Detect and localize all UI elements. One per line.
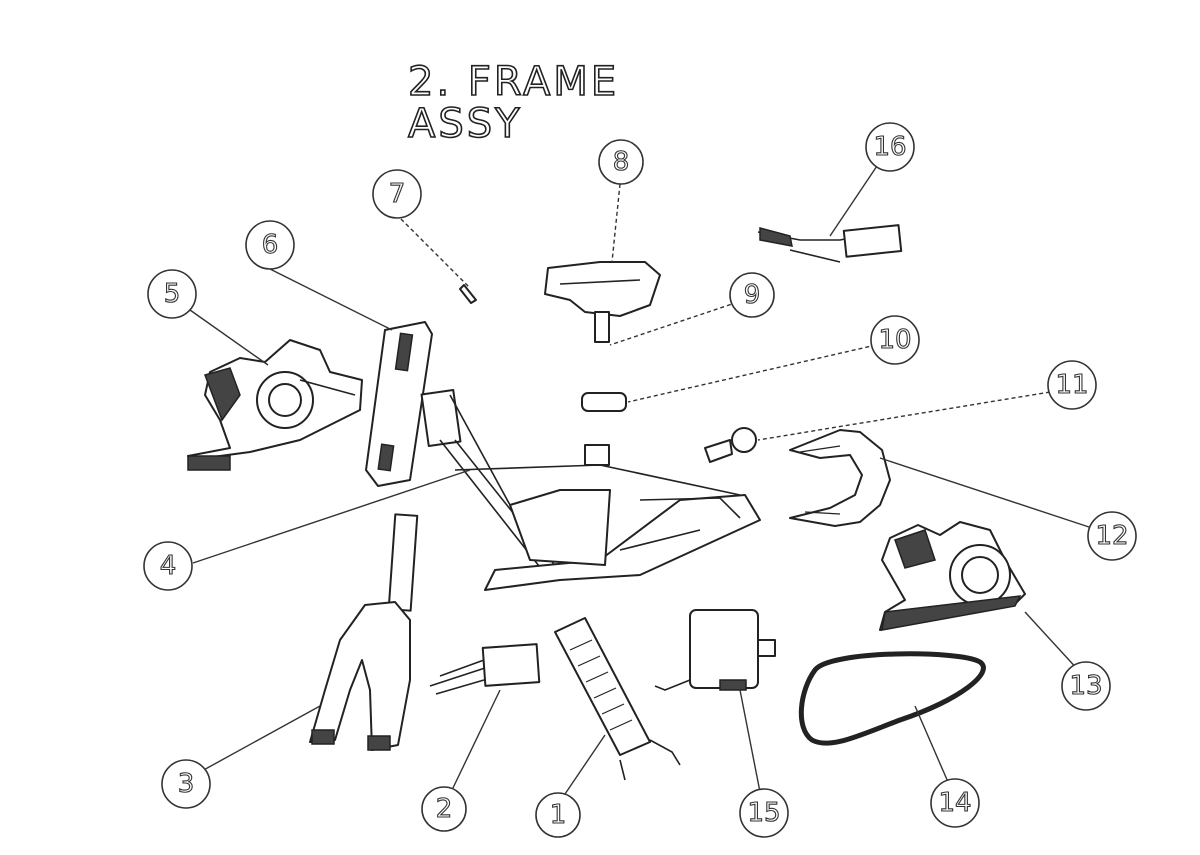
callout-12-label: 12 (1095, 521, 1128, 551)
callout-6: 6 (245, 220, 295, 270)
callout-2-label: 2 (436, 794, 453, 824)
callout-2: 2 (421, 786, 467, 832)
part-3-front-fork (309, 513, 419, 751)
callout-3-label: 3 (178, 769, 195, 799)
callout-1-label: 1 (550, 800, 567, 830)
part-14-belt (798, 651, 986, 746)
callout-16: 16 (865, 122, 915, 172)
callout-7-label: 7 (389, 179, 406, 209)
part-1-battery (554, 617, 681, 781)
callout-10: 10 (870, 315, 920, 365)
callout-15: 15 (739, 788, 789, 838)
callout-9: 9 (729, 272, 775, 318)
part-12-chain-guard (789, 429, 891, 527)
part-16-harness (757, 224, 903, 263)
part-15-motor (654, 609, 776, 691)
callout-14: 14 (930, 778, 980, 828)
callout-10-label: 10 (878, 325, 911, 355)
diagram-title-line-2: ASSY (407, 101, 523, 147)
callout-4: 4 (143, 541, 193, 591)
callout-1: 1 (535, 792, 581, 838)
part-8-seat (544, 261, 661, 343)
callout-5-label: 5 (164, 279, 181, 309)
callout-5: 5 (147, 269, 197, 319)
part-13-engine (879, 521, 1026, 631)
callout-3: 3 (161, 759, 211, 809)
callout-13: 13 (1061, 661, 1111, 711)
part-10-clamp (581, 392, 627, 412)
callout-8-label: 8 (613, 147, 630, 177)
callout-8: 8 (598, 139, 644, 185)
callout-9-label: 9 (744, 280, 761, 310)
leader-lines (189, 156, 1093, 795)
callout-7: 7 (372, 169, 422, 219)
callout-11-label: 11 (1055, 370, 1088, 400)
part-5-rear-hub (187, 339, 363, 471)
part-6-steering-tube (365, 321, 433, 487)
callout-4-label: 4 (160, 551, 177, 581)
diagram-title-line-1: 2. FRAME (407, 59, 620, 105)
callout-12: 12 (1087, 511, 1137, 561)
callout-14-label: 14 (938, 788, 971, 818)
part-2-controller (429, 643, 541, 695)
part-7-bolt (459, 284, 477, 304)
callout-6-label: 6 (262, 230, 279, 260)
callout-11: 11 (1047, 360, 1097, 410)
callout-16-label: 16 (873, 132, 906, 162)
part-4-main-frame (420, 389, 761, 591)
callout-13-label: 13 (1069, 671, 1102, 701)
callout-15-label: 15 (747, 798, 780, 828)
part-11-nut (704, 427, 757, 463)
